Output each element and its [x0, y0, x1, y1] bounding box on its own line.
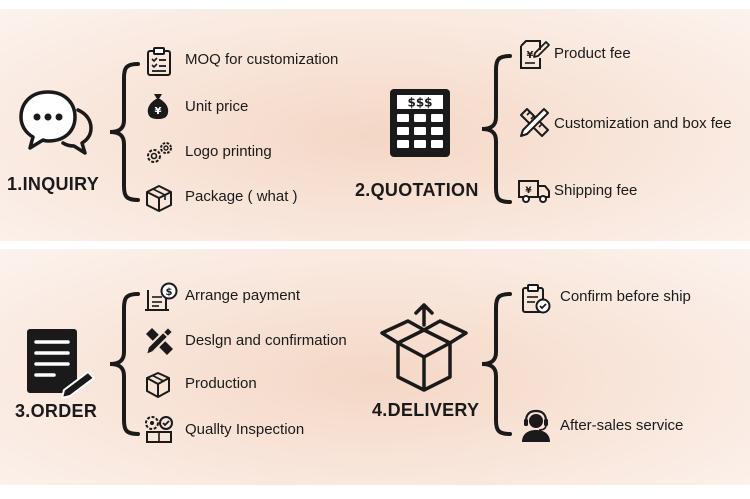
inspection-gears-icon: [143, 414, 175, 449]
money-bag-icon: ¥: [146, 92, 170, 125]
section-title-delivery: 4.DELIVERY: [372, 400, 480, 420]
brace-order: [104, 292, 144, 441]
gears-icon: [144, 140, 174, 171]
item-label: Product fee: [554, 45, 631, 62]
section-title-order: 3.ORDER: [15, 401, 98, 421]
ruler-pencil-icon: [518, 106, 550, 143]
brace-delivery: [476, 292, 516, 441]
chat-bubbles-icon: [18, 88, 94, 163]
item-label: Logo printing: [185, 143, 272, 160]
svg-text:$$$: $$$: [407, 96, 432, 110]
svg-text:¥: ¥: [527, 50, 534, 61]
open-box-arrow-icon: [378, 303, 470, 396]
section-title-quotation: 2.QUOTATION: [355, 180, 479, 200]
item-label: Arrange payment: [185, 287, 301, 304]
svg-text:$: $: [166, 287, 173, 298]
item-label: Quallty Inspection: [185, 421, 305, 438]
item-label: MOQ for customization: [185, 51, 339, 68]
item-label: After-sales service: [560, 417, 684, 434]
pencil-ruler-cross-icon: [143, 325, 175, 362]
item-label: Shipping fee: [554, 182, 638, 199]
receipt-coin-icon: $: [144, 282, 178, 317]
item-label: Deslgn and confirmation: [185, 332, 347, 349]
item-label: Unit price: [185, 98, 249, 115]
svg-text:¥: ¥: [155, 106, 162, 117]
calculator-icon: $$$: [389, 88, 451, 163]
svg-text:¥: ¥: [525, 186, 532, 196]
package-box-icon: [145, 184, 173, 217]
item-label: Package ( what ): [185, 188, 298, 205]
brace-inquiry: [104, 62, 144, 207]
section-title-inquiry: 1.INQUIRY: [7, 174, 100, 194]
brace-quotation: [476, 54, 516, 209]
delivery-truck-icon: ¥: [517, 178, 551, 209]
item-label: Production: [185, 375, 257, 392]
box-icon: [145, 371, 171, 404]
headset-agent-icon: [519, 409, 553, 448]
clipboard-check-icon: [521, 284, 551, 319]
bottom-band: [0, 249, 750, 485]
document-pen-icon: [26, 328, 96, 403]
item-label: Confirm before ship: [560, 288, 691, 305]
item-label: Customization and box fee: [554, 115, 732, 132]
clipboard-list-icon: [146, 47, 172, 82]
invoice-pen-icon: ¥: [518, 38, 550, 75]
